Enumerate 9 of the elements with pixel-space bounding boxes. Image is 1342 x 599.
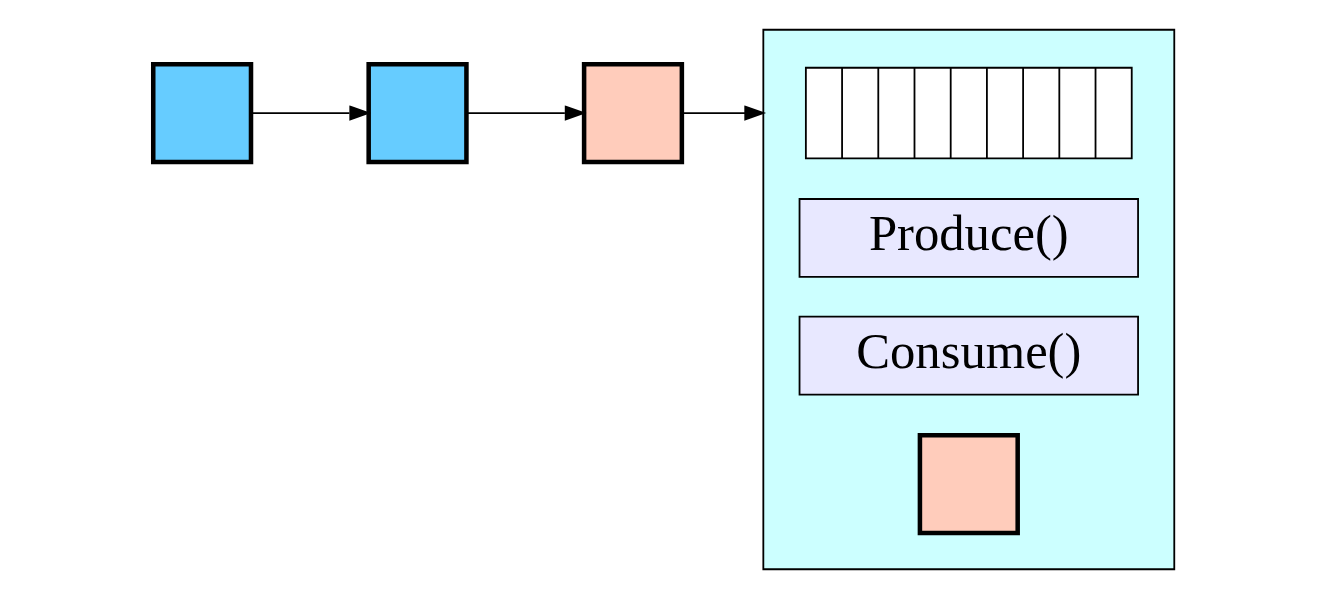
node-box xyxy=(366,61,469,165)
node-box xyxy=(581,61,685,165)
arrow xyxy=(466,105,587,121)
cluster xyxy=(762,28,1176,571)
node-box: Consume() xyxy=(798,315,1139,396)
node-box: Produce() xyxy=(798,198,1139,278)
arrow xyxy=(681,105,767,121)
node-box xyxy=(150,61,254,165)
node-box xyxy=(917,433,1020,536)
